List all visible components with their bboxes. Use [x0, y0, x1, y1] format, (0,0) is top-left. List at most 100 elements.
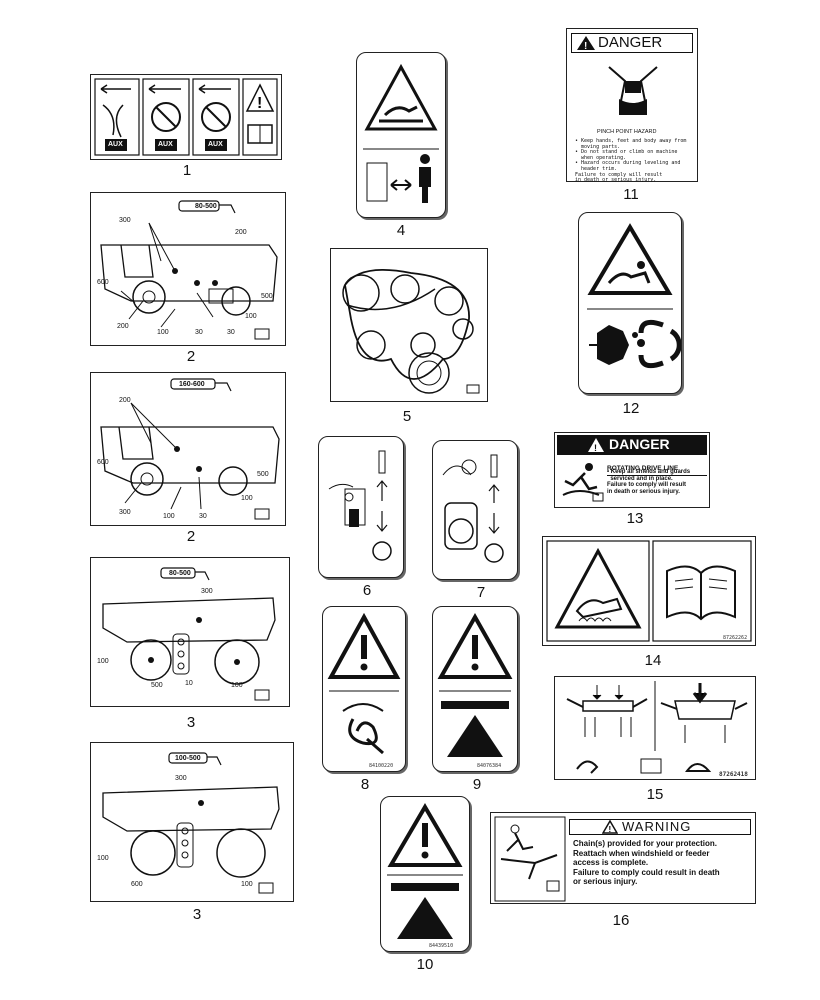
- decal-1-artwork: !: [94, 78, 278, 156]
- decal-4-crush-hazard: [356, 52, 446, 218]
- part-number: 84100220: [369, 763, 394, 769]
- warning-header: ! WARNING: [569, 819, 751, 835]
- interval-300: 300: [119, 217, 131, 224]
- hazard-title: PINCH POINT HAZARD: [597, 129, 657, 135]
- lift-point-warning-icon: [437, 612, 513, 757]
- warning-triangle-icon: !: [588, 438, 604, 453]
- chain-figure-icon: [494, 816, 566, 902]
- part-number: 84076384: [477, 763, 502, 769]
- decal-14-hot-surface: 87262262: [542, 536, 756, 646]
- interval-30a: 30: [195, 329, 203, 336]
- callout-3b: 3: [192, 906, 202, 923]
- callout-3a: 3: [186, 714, 196, 731]
- interval-30b: 30: [227, 329, 235, 336]
- warning-triangle-icon: !: [577, 36, 595, 52]
- aux-label-1: AUX: [108, 141, 123, 148]
- range-label: 80-500: [169, 570, 191, 577]
- interval-200: 200: [235, 229, 247, 236]
- callout-11: 11: [623, 186, 639, 203]
- range-label: 160-600: [179, 381, 205, 388]
- interval-10: 10: [185, 680, 193, 687]
- hazard-instructions: • Keep all shields and guards serviced a…: [607, 469, 691, 495]
- decal-12-thrown-object: [578, 212, 682, 394]
- decal-16-chain-warning: ! WARNING Chain(s) provided for your pro…: [490, 812, 756, 904]
- interval-100b: 100: [241, 881, 253, 888]
- lift-point-warning-icon: [387, 803, 463, 939]
- callout-9: 9: [472, 776, 482, 793]
- interval-100b: 100: [241, 495, 253, 502]
- interval-100a: 100: [163, 513, 175, 520]
- danger-header-text: DANGER: [609, 436, 670, 452]
- callout-12: 12: [622, 400, 640, 417]
- danger-header: ! DANGER: [571, 33, 693, 53]
- warning-instructions: Chain(s) provided for your protection. R…: [573, 839, 720, 887]
- part-number: 87262418: [719, 771, 748, 778]
- decal-10-lift-point: 84439510: [380, 796, 470, 952]
- interval-100: 100: [97, 855, 109, 862]
- svg-text:!: !: [584, 41, 587, 52]
- interval-100b: 100: [245, 313, 257, 320]
- interval-600: 600: [97, 459, 109, 466]
- callout-15: 15: [646, 786, 664, 803]
- interval-300: 300: [201, 588, 213, 595]
- decal-15-header-lock: 87262418: [554, 676, 756, 780]
- callout-1: 1: [182, 162, 192, 179]
- part-number: 84439510: [429, 943, 454, 949]
- aux-label-2: AUX: [158, 141, 173, 148]
- interval-200b: 200: [117, 323, 129, 330]
- decal-7-engine-control: [432, 440, 518, 580]
- interval-300: 300: [119, 509, 131, 516]
- combine-side-view-icon: [100, 378, 280, 520]
- hot-surface-manual-icon: [546, 540, 752, 642]
- callout-2a: 2: [186, 348, 196, 365]
- tracked-combine-icon: [102, 567, 276, 701]
- callout-2b: 2: [186, 528, 196, 545]
- range-label: 80-500: [195, 203, 217, 210]
- danger-header: ! DANGER: [557, 435, 707, 455]
- interval-100: 100: [97, 658, 109, 665]
- interval-100a: 100: [157, 329, 169, 336]
- svg-text:!: !: [257, 95, 262, 112]
- pinch-point-icon: [608, 66, 658, 115]
- title-bar: ROTATING DRIVE LINE: [607, 457, 707, 476]
- callout-14: 14: [644, 652, 662, 669]
- engine-control-icon: [442, 454, 504, 563]
- interval-200: 200: [119, 397, 131, 404]
- callout-8: 8: [360, 776, 370, 793]
- interval-500: 500: [257, 471, 269, 478]
- decal-6-header-control: [318, 436, 404, 578]
- crush-warning-icon: [363, 63, 439, 203]
- interval-600: 600: [97, 279, 109, 286]
- interval-500: 500: [151, 682, 163, 689]
- interval-100b: 100: [231, 682, 243, 689]
- callout-6: 6: [362, 582, 372, 599]
- svg-text:!: !: [594, 443, 597, 453]
- decal-5-belt-routing: [330, 248, 488, 402]
- decal-1-aux-lever: ! AUX AUX AUX: [90, 74, 282, 160]
- hazard-title: ROTATING DRIVE LINE: [607, 465, 679, 472]
- decal-2-combine-lube-b: 160-600 200 600 500 300 100 30 100: [90, 372, 286, 526]
- tracked-combine-icon: [102, 752, 280, 894]
- header-control-icon: [328, 450, 392, 561]
- interval-600: 600: [131, 881, 143, 888]
- callout-7: 7: [476, 584, 486, 601]
- callout-5: 5: [402, 408, 412, 425]
- aux-label-3: AUX: [208, 141, 223, 148]
- warning-header-text: WARNING: [622, 819, 692, 834]
- callout-10: 10: [416, 956, 434, 973]
- range-label: 100-500: [175, 755, 201, 762]
- decal-11-pinch-point-danger: ! DANGER PINCH POINT HAZARD • Keep hands…: [566, 28, 698, 183]
- decal-3-tracked-lube-a: 80-500 300 100 500 10 100: [90, 557, 290, 707]
- decal-9-lift-point: 84076384: [432, 606, 518, 772]
- thrown-object-warning-icon: [587, 223, 681, 369]
- entanglement-figure-icon: [562, 463, 604, 502]
- warning-triangle-icon: !: [602, 820, 618, 834]
- belt-routing-icon: [342, 268, 480, 394]
- combine-side-view-icon: [100, 200, 278, 340]
- interval-500: 500: [261, 293, 273, 300]
- decal-13-rotating-driveline-danger: ! DANGER ROTATING DRIVE LINE • Keep all …: [554, 432, 710, 508]
- danger-header-text: DANGER: [598, 34, 663, 51]
- callout-13: 13: [626, 510, 644, 527]
- interval-300: 300: [175, 775, 187, 782]
- part-number: 87262262: [723, 635, 748, 641]
